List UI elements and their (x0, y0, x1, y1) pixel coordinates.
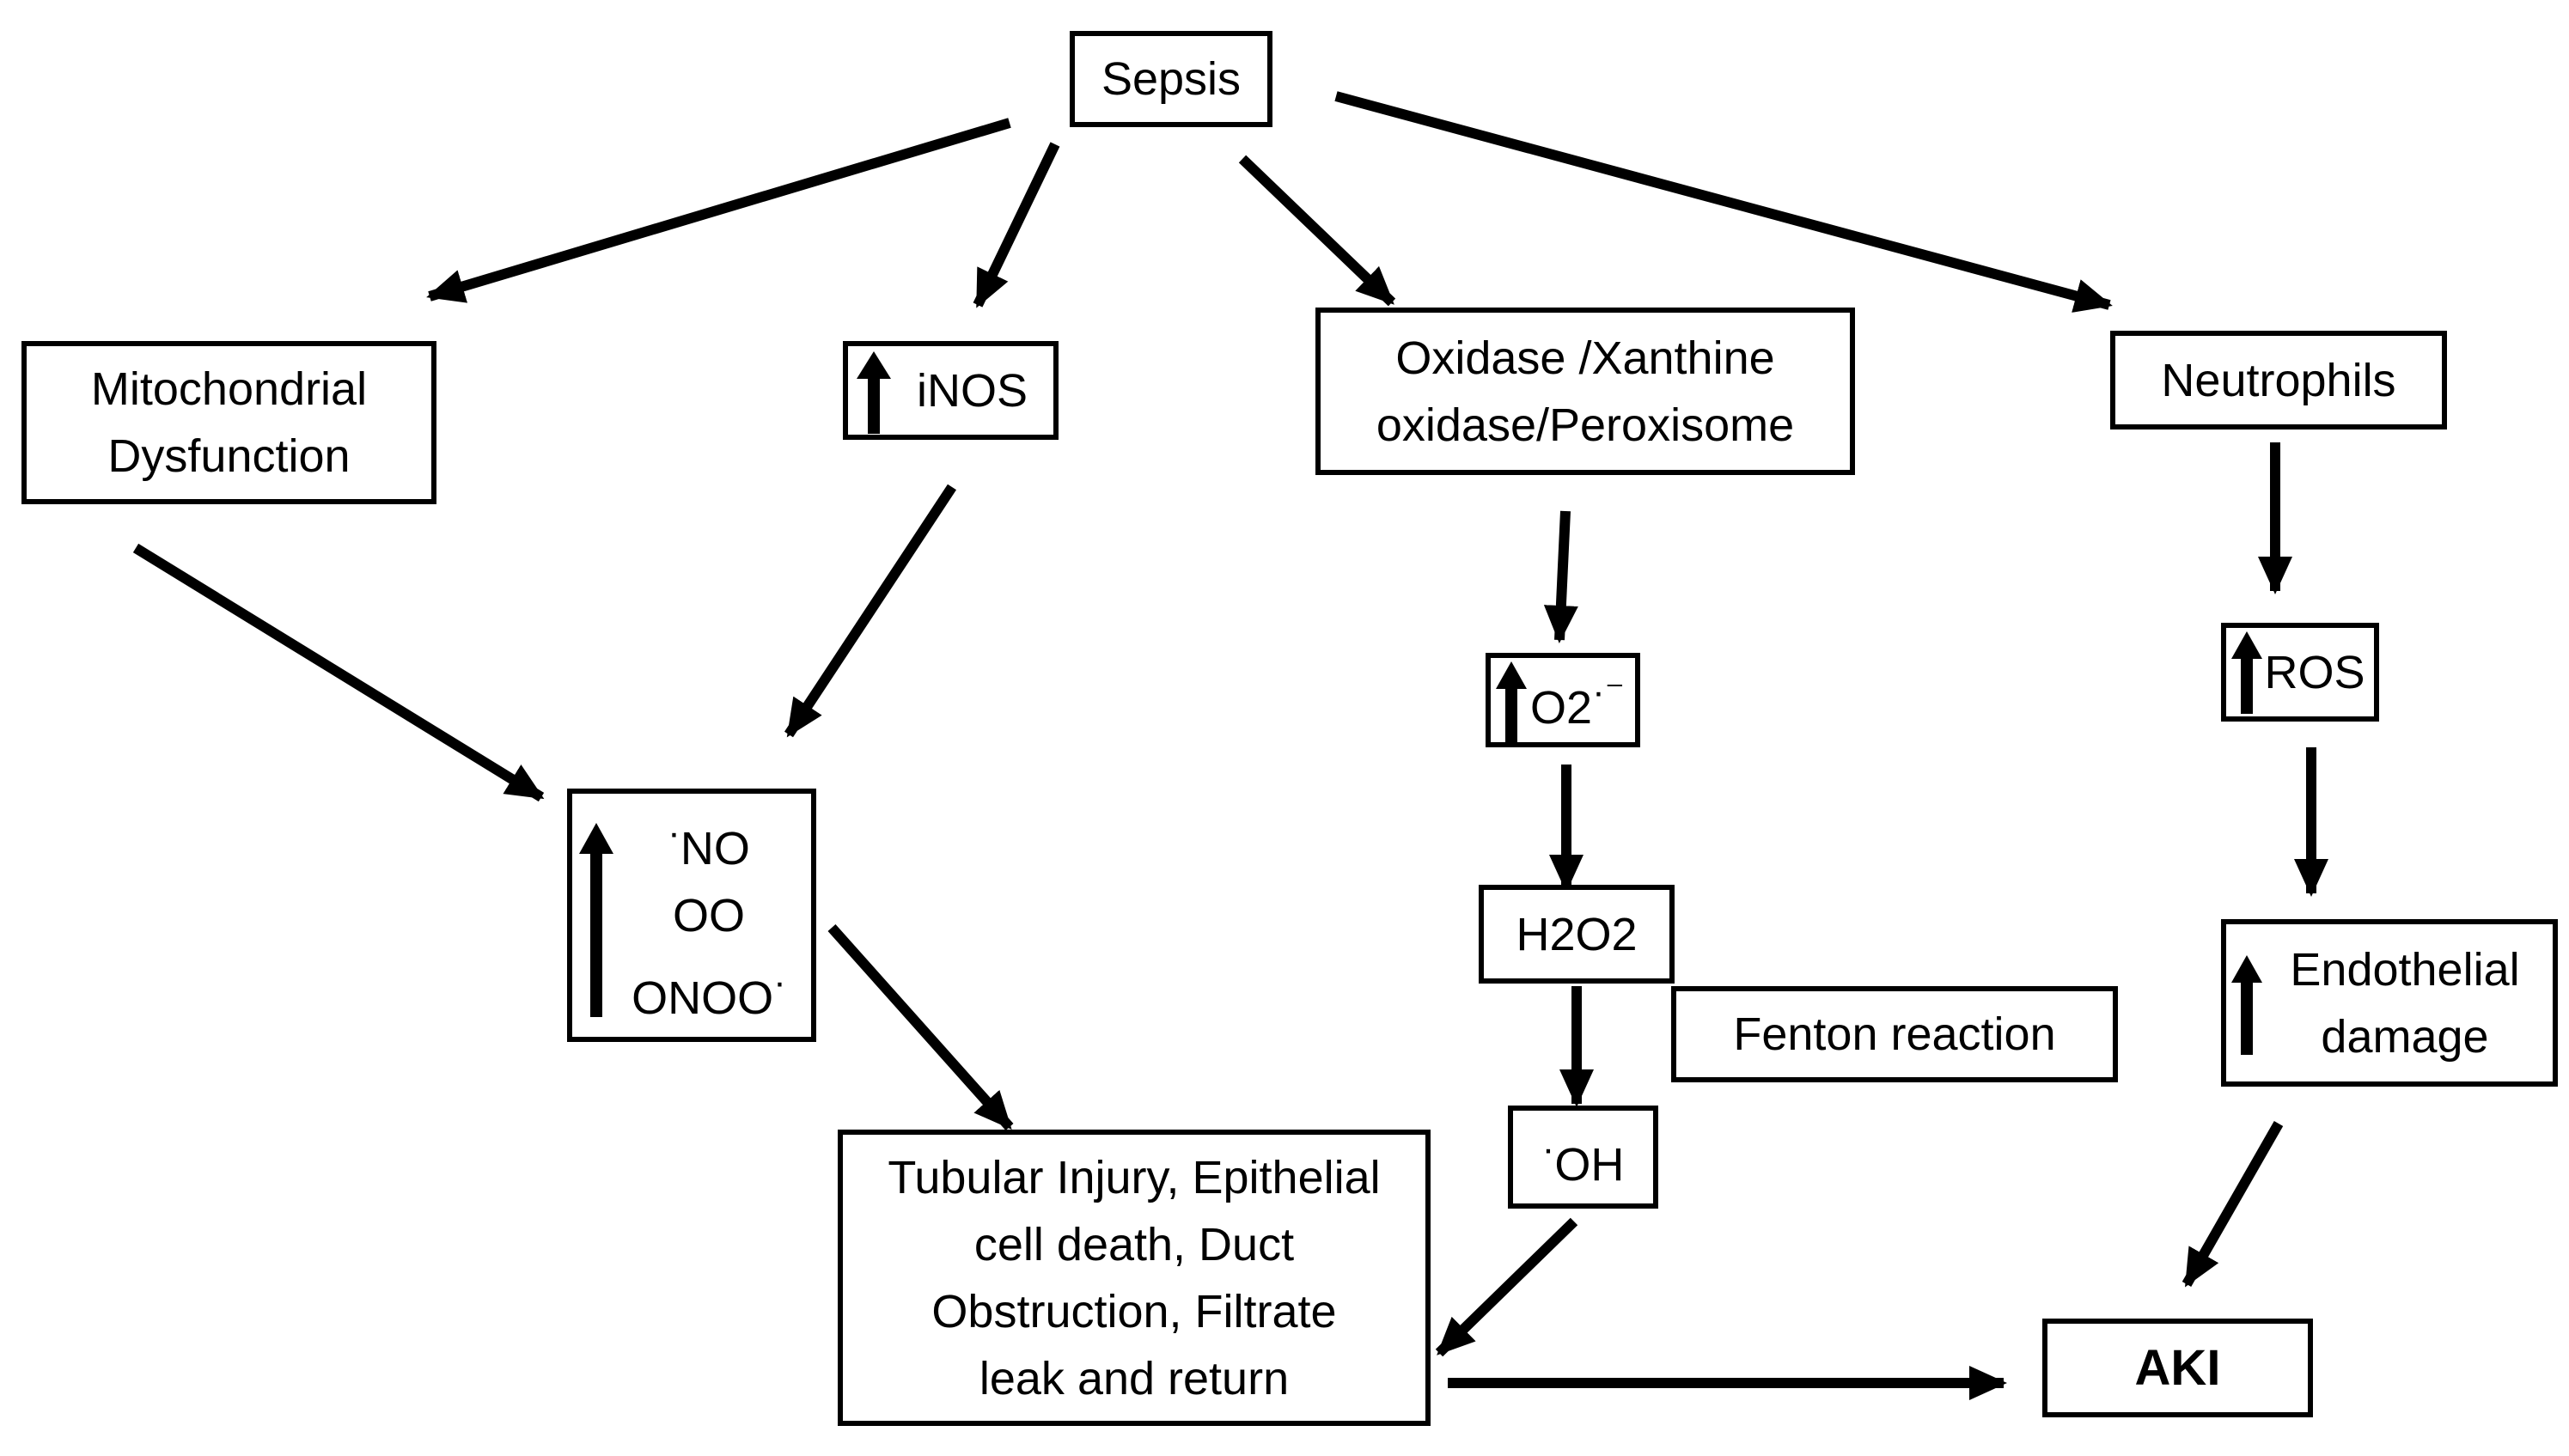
tubular-label-line3: Obstruction, Filtrate (931, 1285, 1337, 1337)
arrow-sepsis-to-mito (426, 118, 1011, 303)
mitochondrial-dysfunction-box: Mitochondrial Dysfunction (21, 341, 436, 504)
inos-label: iNOS (916, 364, 1028, 417)
up-arrow-icon (579, 823, 613, 1017)
inos-box: iNOS (843, 341, 1059, 440)
nitric-oxide-radical-dot: · (668, 811, 680, 854)
oxidase-label-line1: Oxidase /Xanthine (1395, 332, 1775, 384)
tubular-injury-box: Tubular Injury, Epithelial cell death, D… (838, 1130, 1431, 1426)
peroxynitrite-label: ONOO· (632, 949, 786, 1032)
peroxynitrite-radical-dot: · (773, 960, 786, 1003)
fenton-reaction-box: Fenton reaction (1671, 986, 2118, 1082)
aki-box: AKI (2042, 1319, 2313, 1417)
arrow-no-to-tubular (827, 924, 1014, 1130)
tubular-label-line2: cell death, Duct (973, 1218, 1295, 1270)
nitric-oxide-label: ·NO (668, 800, 750, 882)
superoxide-label: O2·⁻ (1530, 659, 1625, 741)
endothelial-label-line2: damage (2321, 1010, 2489, 1063)
tubular-label-line1: Tubular Injury, Epithelial (888, 1151, 1381, 1203)
up-arrow-icon (857, 351, 891, 434)
oxidase-label-line2: oxidase/Peroxisome (1376, 399, 1795, 451)
arrow-mito-to-no (132, 543, 545, 802)
superoxide-box: O2·⁻ (1486, 653, 1640, 747)
aki-label: AKI (2134, 1339, 2221, 1396)
superoxide-radical-mark: ·⁻ (1592, 671, 1625, 713)
up-arrow-icon (2231, 631, 2262, 714)
sepsis-label: Sepsis (1101, 53, 1242, 105)
h2o2-label: H2O2 (1516, 908, 1638, 960)
peroxynitrite-formula: ONOO (632, 972, 774, 1024)
fenton-reaction-label: Fenton reaction (1733, 1008, 2056, 1060)
up-arrow-icon (2231, 955, 2262, 1055)
oo-label: OO (672, 889, 745, 941)
ros-label: ROS (2264, 646, 2365, 698)
endothelial-label-line1: Endothelial (2290, 943, 2520, 996)
mitochondrial-label-line1: Mitochondrial (90, 363, 368, 415)
ros-box: ROS (2221, 623, 2379, 722)
arrow-endothelial-to-aki (2182, 1121, 2284, 1288)
arrow-oh-to-tubular (1435, 1217, 1578, 1357)
arrow-oxidase-to-o2 (1543, 510, 1578, 643)
neutrophils-label: Neutrophils (2161, 354, 2396, 406)
arrow-sepsis-to-neutrophils (1334, 91, 2113, 313)
reactive-nitrogen-box: ·NO OO ONOO· (567, 789, 816, 1042)
arrow-sepsis-to-inos (973, 142, 1060, 308)
superoxide-formula: O2 (1530, 682, 1593, 734)
hydroxyl-radical-label: ·OH (1542, 1116, 1625, 1198)
oxidase-box: Oxidase /Xanthine oxidase/Peroxisome (1315, 308, 1855, 475)
nitric-oxide-formula: NO (680, 822, 750, 874)
up-arrow-icon (1496, 661, 1527, 744)
sepsis-box: Sepsis (1070, 31, 1272, 127)
neutrophils-box: Neutrophils (2110, 331, 2447, 429)
h2o2-box: H2O2 (1479, 885, 1675, 984)
arrow-sepsis-to-oxidase (1238, 155, 1396, 307)
hydroxyl-formula: OH (1554, 1139, 1625, 1191)
hydroxyl-radical-dot: · (1541, 1128, 1555, 1170)
mitochondrial-label-line2: Dysfunction (107, 430, 351, 482)
endothelial-damage-box: Endothelial damage (2221, 919, 2558, 1087)
arrow-inos-to-no (784, 484, 957, 738)
tubular-label-line4: leak and return (979, 1352, 1290, 1404)
hydroxyl-radical-box: ·OH (1508, 1106, 1658, 1209)
